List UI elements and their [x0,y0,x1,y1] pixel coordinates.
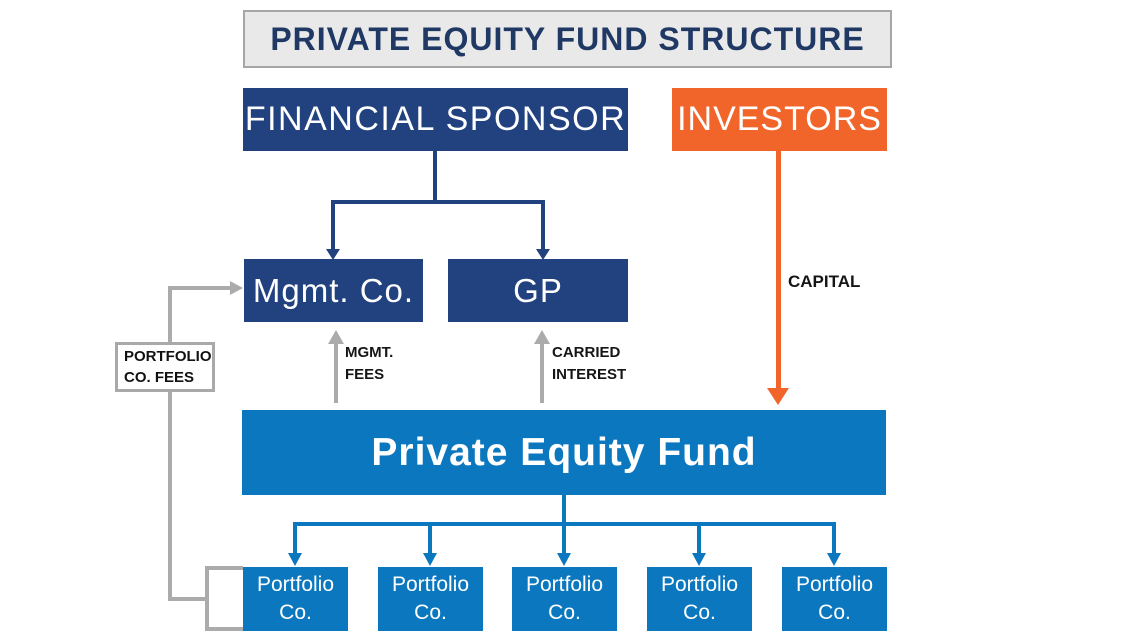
fund-drop-3 [562,522,566,554]
portfolio-co-label-line2: Co. [414,601,447,624]
portfolio-co-box-1: Portfolio Co. [243,567,348,631]
carried-interest-label-line2: INTEREST [552,366,627,383]
fund-drop-1 [293,522,297,554]
arrowhead-carried-interest [534,330,550,344]
financial-sponsor-box: FINANCIAL SPONSOR [243,88,628,151]
mgmt-fees-shaft [334,343,338,403]
arrowhead-portfolio-1 [288,553,302,566]
portfolio-co-label-line2: Co. [818,601,851,624]
mgmt-co-box: Mgmt. Co. [244,259,423,322]
portfolio-co-label-line1: Portfolio [660,573,739,596]
carried-interest-label-line1: CARRIED [552,344,621,361]
portfolio-co-label-line2: Co. [548,601,581,624]
capital-label: CAPITAL [788,272,861,291]
portfolio-co-fees-box: PORTFOLIO CO. FEES [115,342,215,392]
mgmt-fees-label-line1: MGMT. [345,344,394,361]
diagram-title: PRIVATE EQUITY FUND STRUCTURE [270,20,865,57]
arrowhead-portfolio-3 [557,553,571,566]
portfolio-co-label-line2: Co. [279,601,312,624]
private-equity-fund-box: Private Equity Fund [242,410,886,495]
sponsor-drop-right [541,200,545,250]
portfolio-co-label-line1: Portfolio [256,573,335,596]
arrowhead-fees-to-mgmt-co [230,281,243,295]
mgmt-fees-label: MGMT. FEES [345,342,393,386]
arrowhead-portfolio-2 [423,553,437,566]
portfolio-co-box-5: Portfolio Co. [782,567,887,631]
fund-drop-2 [428,522,432,554]
portfolio-co-label-line1: Portfolio [795,573,874,596]
portfolio-co-box-4: Portfolio Co. [647,567,752,631]
diagram-title-box: PRIVATE EQUITY FUND STRUCTURE [243,10,892,68]
private-equity-fund-label: Private Equity Fund [371,430,757,474]
portfolio-co-fees-label-line1: PORTFOLIO [124,348,212,365]
capital-shaft [776,151,781,388]
arrowhead-to-gp [536,249,550,260]
fees-bracket-top-arm [205,566,243,570]
investors-box: INVESTORS [672,88,887,151]
portfolio-co-box-2: Portfolio Co. [378,567,483,631]
gp-box: GP [448,259,628,322]
arrowhead-portfolio-5 [827,553,841,566]
portfolio-co-label-line1: Portfolio [525,573,604,596]
arrowhead-mgmt-fees [328,330,344,344]
arrowhead-portfolio-4 [692,553,706,566]
fees-arrow-shaft [168,286,231,290]
investors-label: INVESTORS [677,100,882,138]
fund-stem-line [562,495,566,526]
fees-bracket-vertical [205,566,209,631]
portfolio-co-label-line1: Portfolio [391,573,470,596]
fees-vertical-line [168,286,172,599]
fund-drop-5 [832,522,836,554]
gp-label: GP [513,271,563,309]
mgmt-co-label: Mgmt. Co. [252,271,415,309]
portfolio-co-box-3: Portfolio Co. [512,567,617,631]
carried-interest-shaft [540,343,544,403]
carried-interest-label: CARRIED INTEREST [552,342,626,386]
arrowhead-to-mgmt-co [326,249,340,260]
mgmt-fees-label-line2: FEES [345,366,385,383]
fees-bracket-bottom-arm [205,627,243,631]
financial-sponsor-label: FINANCIAL SPONSOR [244,100,627,138]
arrowhead-capital [767,388,789,405]
fees-junction-line [168,597,209,601]
sponsor-branch-bar [331,200,545,204]
sponsor-drop-left [331,200,335,250]
fund-drop-4 [697,522,701,554]
portfolio-co-label-line2: Co. [683,601,716,624]
sponsor-stem-line [433,151,437,203]
portfolio-co-fees-label-line2: CO. FEES [124,369,195,386]
